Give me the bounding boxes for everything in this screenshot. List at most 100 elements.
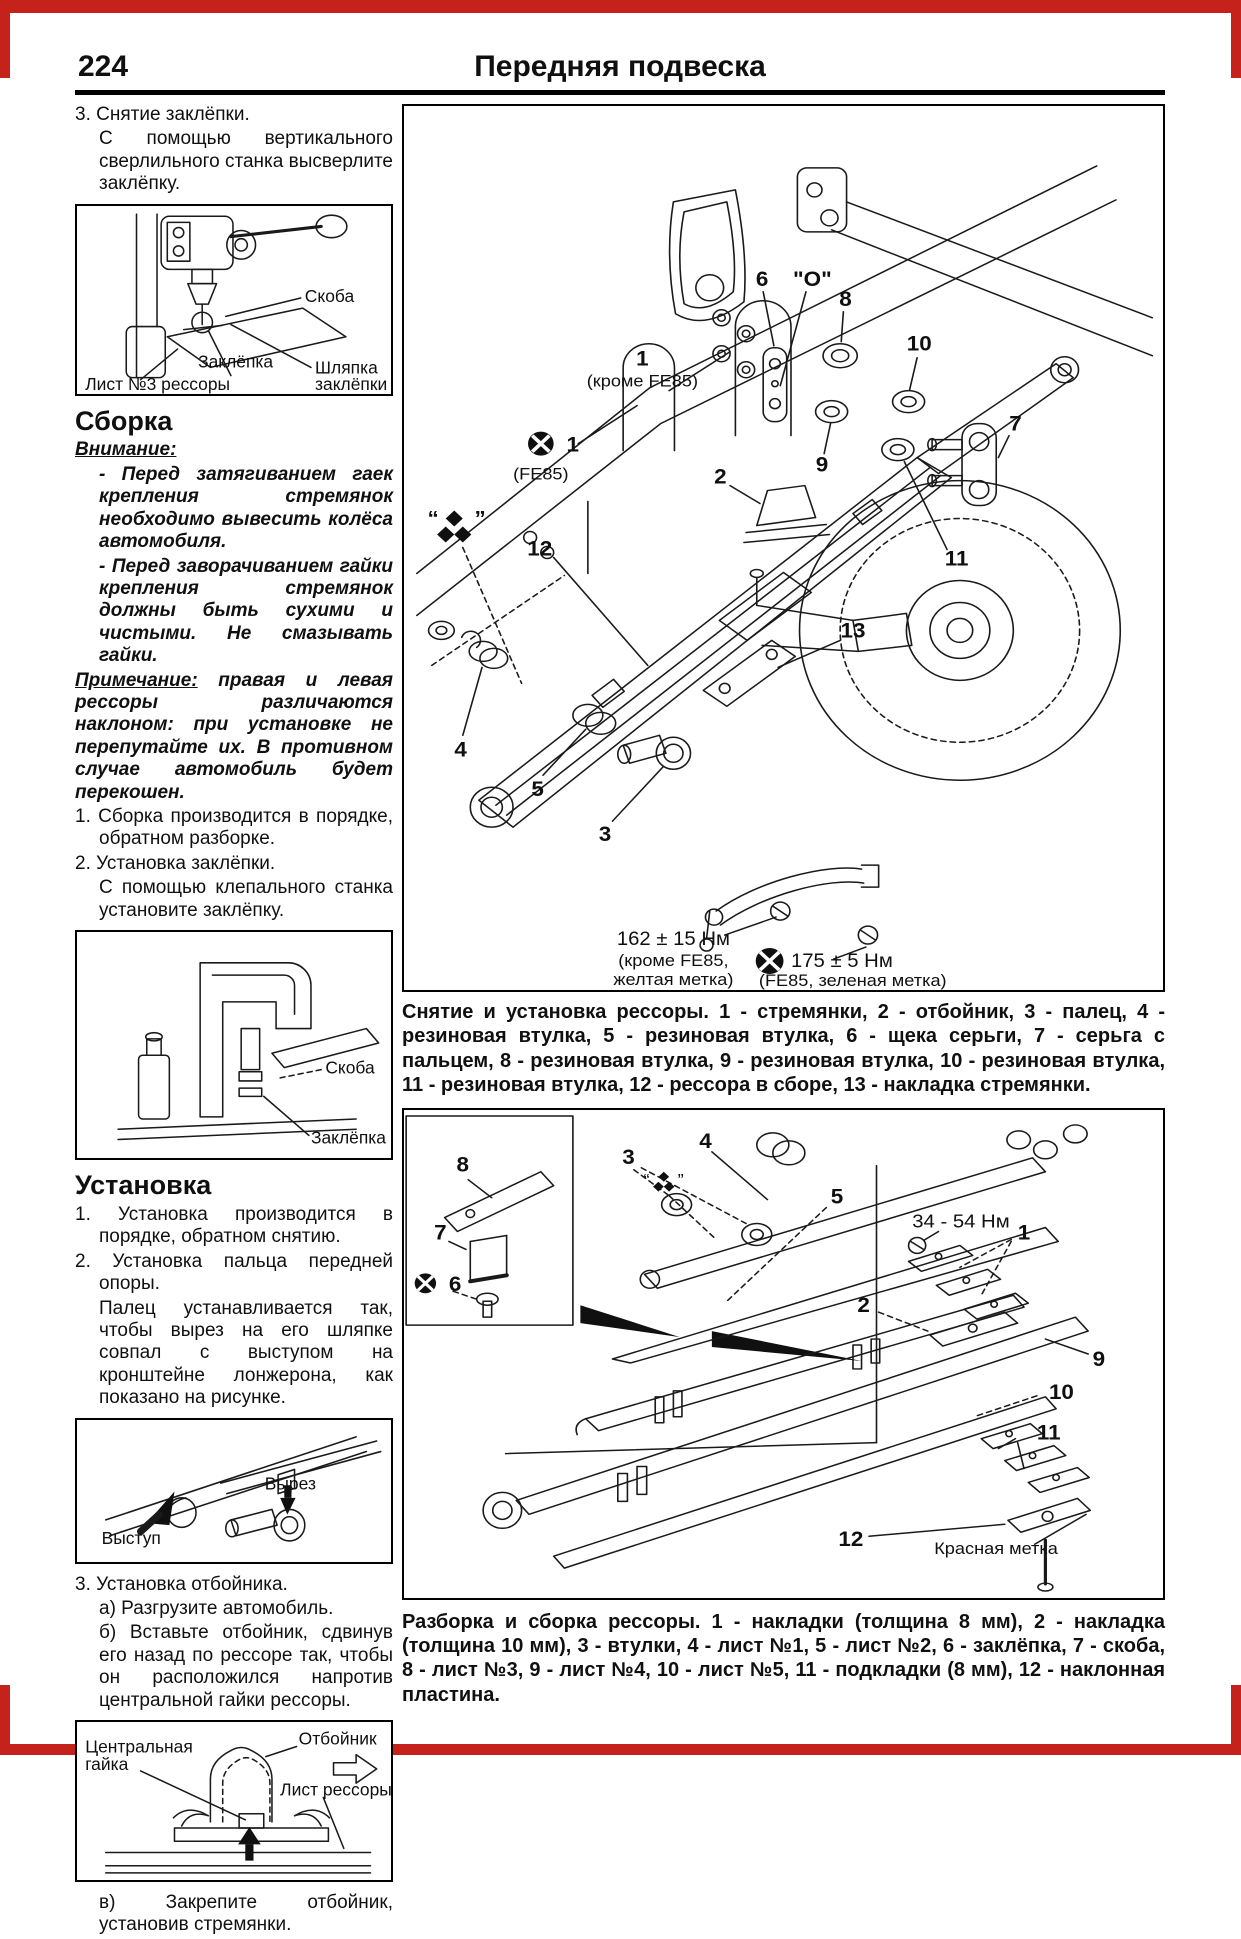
label-center-nut-2: гайка <box>85 1754 128 1774</box>
variant-symbol-6 <box>414 1272 437 1293</box>
vnimanie-item1: - Перед затягиванием гаек крепления стре… <box>99 463 393 553</box>
label-zaklepka: Заклёпка <box>311 1128 386 1148</box>
ustanovka-heading: Установка <box>75 1170 212 1201</box>
primechanie-label: Примечание: <box>75 669 198 691</box>
bump-stop-figure: Центральная гайка Отбойник Лист рессоры <box>85 1728 391 1874</box>
callout-6: 6 <box>756 266 768 290</box>
primechanie: Примечание: правая и левая рессоры разли… <box>75 670 393 804</box>
ust-step1: 1. Установка производится в порядке, обр… <box>75 1203 393 1248</box>
pin-notch-figure: Вырез Выступ <box>102 1435 382 1548</box>
mmc-quote-close: ” <box>475 506 486 530</box>
page-title: Передняя подвеска <box>474 50 766 83</box>
drawing <box>405 1114 1092 1592</box>
callout-7: 7 <box>1009 411 1021 435</box>
step-removal-title: 3. Снятие заклёпки. <box>75 104 250 125</box>
page-border-topleft <box>0 0 10 78</box>
callout-4: 4 <box>699 1128 711 1152</box>
vnimanie-label: Внимание: <box>75 439 177 461</box>
variant-symbol-fe85 <box>528 431 554 456</box>
label-center-nut-1: Центральная <box>85 1737 193 1757</box>
label-otboynik: Отбойник <box>299 1728 377 1748</box>
callout-o: "О" <box>793 266 832 290</box>
callout-10: 10 <box>1049 1379 1074 1403</box>
callout-6: 6 <box>449 1272 461 1296</box>
mitsubishi-mark <box>653 1171 675 1192</box>
callout-3: 3 <box>599 822 611 846</box>
callout-4: 4 <box>454 737 466 761</box>
label-vystup: Выступ <box>102 1527 161 1547</box>
sborka-step1: 1. Сборка производится в порядке, обратн… <box>75 805 393 850</box>
drill-press-figure: Скоба Заклёпка Шляпка заклёпки Лист №3 р… <box>85 213 387 394</box>
sborka-heading: Сборка <box>75 405 173 436</box>
label-shlyapka-1: Шляпка <box>315 357 378 377</box>
torque-2-sub: (FE85, зеленая метка) <box>759 971 947 990</box>
page-border-top <box>0 0 1241 13</box>
page-border-topright <box>1231 0 1241 78</box>
callout-2: 2 <box>857 1292 869 1316</box>
ust-step3: 3. Установка отбойника. <box>75 1573 288 1595</box>
label-zaklepka: Заклёпка <box>198 351 273 371</box>
ust-step2-body: Палец устанавливается так, чтобы вырез н… <box>99 1297 393 1409</box>
mmc-quote-open: “ <box>428 506 439 530</box>
figure-bump-stop: Центральная гайка Отбойник Лист рессоры <box>75 1719 393 1882</box>
torque-label: 34 - 54 Нм <box>912 1211 1009 1232</box>
label-red-mark: Красная метка <box>934 1538 1058 1557</box>
figure-spring-removal: “ ” 6 "О" 8 10 7 1 (кроме FE85) 1 (FE85) <box>402 104 1165 992</box>
sborka-step2-body: С помощью клепального станка установите … <box>99 877 393 921</box>
spring-disassembly-figure: “ ” 8 7 6 3 4 5 34 - 54 Нм 1 2 9 10 11 1… <box>405 1114 1105 1592</box>
callout-11: 11 <box>1037 1420 1061 1444</box>
callout-10: 10 <box>907 331 932 355</box>
sborka-step2: 2. Установка заклёпки. <box>75 852 276 874</box>
torque-2: 175 ± 5 Нм <box>791 951 893 972</box>
spring-removal-figure: “ ” 6 "О" 8 10 7 1 (кроме FE85) 1 (FE85) <box>416 165 1154 990</box>
callout-5: 5 <box>531 777 543 801</box>
drawing <box>104 1435 382 1542</box>
label-list-ressory: Лист рессоры <box>280 1779 391 1799</box>
step-removal-body: С помощью вертикального сверлильного ста… <box>99 128 393 195</box>
callout-1-sub: (кроме FE85) <box>587 371 698 390</box>
callout-1: 1 <box>1018 1220 1030 1244</box>
rivet-press-figure: Скоба Заклёпка <box>117 962 386 1148</box>
torque-1-sub2: желтая метка) <box>613 970 733 989</box>
vnimanie-item2: - Перед заворачиванием гайки крепления с… <box>99 555 393 667</box>
left-column: 3. Снятие заклёпки. С помощью вертикальн… <box>75 104 393 1939</box>
drawing <box>104 1745 378 1874</box>
figure-spring-disassembly: “ ” 8 7 6 3 4 5 34 - 54 Нм 1 2 9 10 11 1… <box>402 1107 1165 1600</box>
callout-5: 5 <box>831 1184 843 1208</box>
figure-pin-notch: Вырез Выступ <box>75 1417 393 1564</box>
ust-step3a: а) Разгрузите автомобиль. <box>99 1597 334 1619</box>
drawing <box>117 962 380 1141</box>
page-border-bottomleft <box>0 1685 10 1755</box>
callout-3: 3 <box>622 1144 634 1168</box>
page-border-bottom <box>0 1744 1241 1755</box>
right-column: “ ” 6 "О" 8 10 7 1 (кроме FE85) 1 (FE85) <box>402 104 1165 1709</box>
label-vyrez: Вырез <box>265 1473 316 1493</box>
callout-12: 12 <box>527 536 552 560</box>
header-rule <box>75 90 1165 95</box>
callout-1x-sub: (FE85) <box>513 464 569 483</box>
mmc-quote-open: “ <box>643 1170 649 1189</box>
figure-rivet-press: Скоба Заклёпка <box>75 930 393 1161</box>
figure-drill-press: Скоба Заклёпка Шляпка заклёпки Лист №3 р… <box>75 203 393 396</box>
callout-1: 1 <box>636 346 648 370</box>
callout-2: 2 <box>714 464 726 488</box>
caption-spring-disassembly: Разборка и сборка рессоры. 1 - накладки … <box>402 1610 1165 1706</box>
callout-1x: 1 <box>566 432 578 456</box>
variant-symbol-torque <box>755 948 784 975</box>
callout-9: 9 <box>1093 1346 1105 1370</box>
mmc-quote-close: ” <box>678 1170 684 1189</box>
callout-8: 8 <box>839 286 851 310</box>
callout-13: 13 <box>840 618 865 642</box>
torque-1-sub1: (кроме FE85, <box>618 951 728 970</box>
ust-step3b: б) Вставьте отбойник, сдвинув его назад … <box>99 1622 393 1711</box>
ust-step3v: в) Закрепите отбойник, установив стремян… <box>99 1891 393 1936</box>
callout-8: 8 <box>457 1152 469 1176</box>
primechanie-text: правая и левая рессоры различаются накло… <box>75 669 393 803</box>
drawing <box>125 213 348 381</box>
callout-12: 12 <box>838 1526 863 1550</box>
callout-11: 11 <box>945 546 969 570</box>
callout-7: 7 <box>434 1220 446 1244</box>
ust-step2: 2. Установка пальца передней опоры. <box>75 1250 393 1295</box>
page-border-bottomright <box>1231 1685 1241 1755</box>
